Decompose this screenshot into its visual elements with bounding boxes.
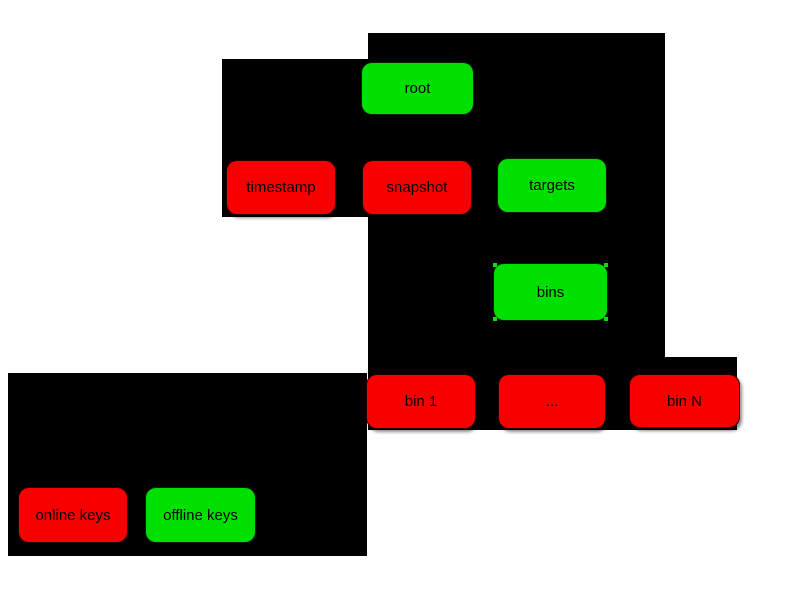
bins-selection-handle-icon <box>604 317 608 321</box>
node-bins-label: bins <box>536 283 565 301</box>
node-snapshot-label: snapshot <box>386 179 448 196</box>
node-bin-1-label: bin 1 <box>404 393 438 410</box>
node-bin-n-label: bin N <box>666 392 703 410</box>
legend-online-keys-label: online keys <box>35 506 111 524</box>
node-root-label: root <box>404 80 431 97</box>
node-bin-n[interactable]: bin N <box>629 374 740 428</box>
node-targets-label: targets <box>529 177 575 194</box>
node-bins[interactable]: bins <box>493 263 608 321</box>
node-timestamp[interactable]: timestamp <box>226 160 336 215</box>
node-snapshot[interactable]: snapshot <box>362 160 472 215</box>
bins-selection-handle-icon <box>604 263 608 267</box>
node-root[interactable]: root <box>361 62 474 115</box>
node-bin-1[interactable]: bin 1 <box>366 374 476 429</box>
legend-offline-keys-label: offline keys <box>163 506 238 524</box>
node-bin-ellipsis-label: ... <box>545 393 559 410</box>
node-timestamp-label: timestamp <box>246 179 316 196</box>
node-bin-ellipsis[interactable]: ... <box>498 374 606 429</box>
node-targets[interactable]: targets <box>497 158 607 213</box>
legend-node-offline-keys[interactable]: offline keys <box>145 487 256 543</box>
bins-selection-handle-icon <box>493 317 497 321</box>
bins-selection-handle-icon <box>493 263 497 267</box>
legend-node-online-keys[interactable]: online keys <box>18 487 128 543</box>
